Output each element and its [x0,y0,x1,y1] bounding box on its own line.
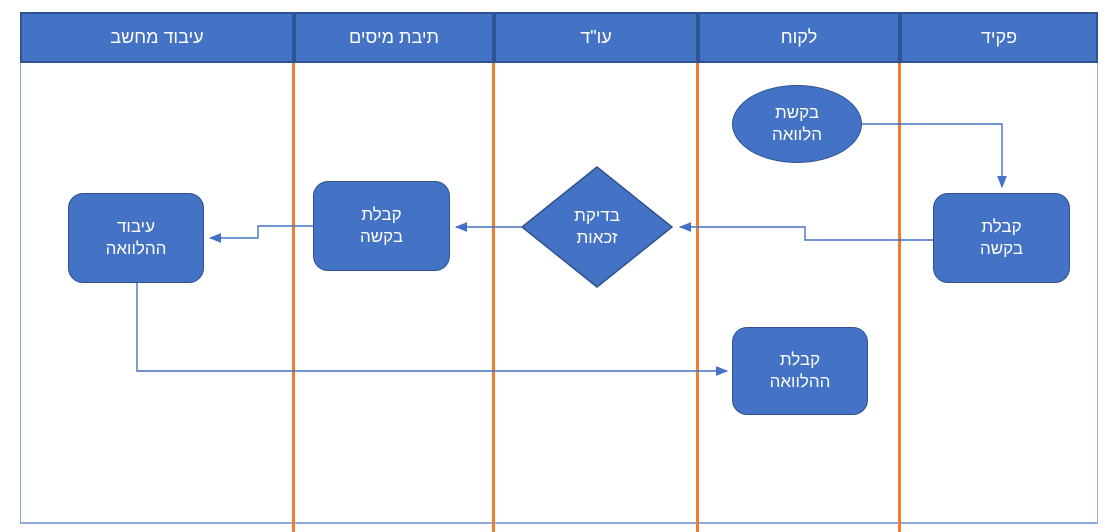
lane-divider [492,57,495,532]
node-label: קבלת ההלוואה [769,349,831,391]
node-label: בדיקת זכאות [574,205,620,247]
lane-header-label: פקיד [980,27,1018,47]
lane-header-label: לקוח [780,27,818,47]
lane-header-customer: לקוח [698,12,900,63]
node-receive-request-clerk: קבלת בקשה [933,193,1070,283]
node-receive-loan: קבלת ההלוואה [732,327,868,415]
lane-header-lawyer: עו"ד [494,12,698,63]
lane-header-computer-processing: עיבוד מחשב [20,12,294,63]
node-label: עיבוד ההלוואה [105,216,167,258]
node-label: בקשת הלוואה [771,102,823,144]
node-process-loan: עיבוד ההלוואה [68,193,204,283]
swimlane-frame [20,62,1098,524]
lane-divider [292,57,295,532]
node-eligibility-check: בדיקת זכאות [522,167,672,287]
lane-header-clerk: פקיד [900,12,1098,63]
lane-divider [696,57,699,532]
node-label: קבלת בקשה [359,204,404,246]
node-label: קבלת בקשה [979,216,1024,258]
lane-divider [898,57,901,532]
lane-header-tax-box: תיבת מיסים [294,12,494,63]
node-loan-request-start: בקשת הלוואה [732,85,862,163]
node-receive-request-tax: קבלת בקשה [313,181,450,271]
lane-header-label: תיבת מיסים [349,27,439,47]
lane-header-label: עיבוד מחשב [110,27,204,47]
lane-header-label: עו"ד [580,27,612,47]
